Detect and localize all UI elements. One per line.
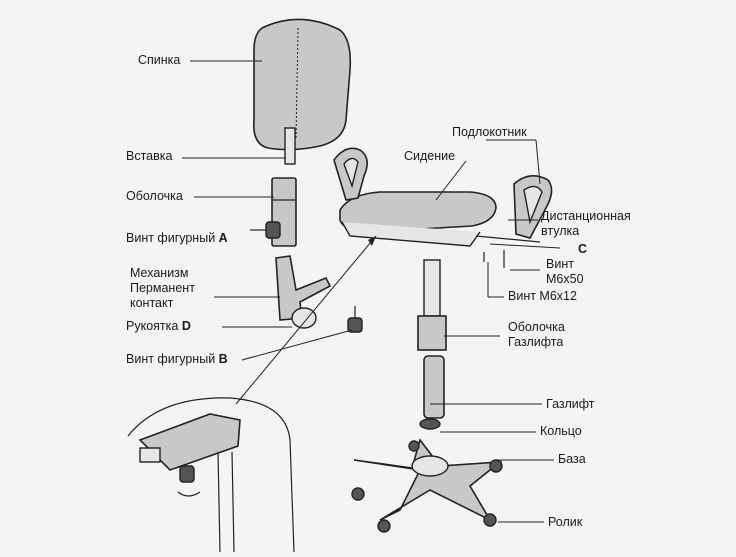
label-screw-b: Винт фигурный B	[126, 352, 228, 366]
label-gaslift: Газлифт	[546, 397, 595, 411]
label-screw-m6x50: Винт M6x50	[546, 257, 584, 286]
gaslift-shell-part	[417, 259, 447, 351]
label-c: C	[578, 242, 588, 256]
label-shell: Оболочка	[126, 189, 183, 203]
gaslift-part	[423, 355, 445, 419]
screw-a-part	[250, 221, 281, 239]
mechanism-part	[275, 255, 332, 329]
armrest-right-part	[513, 175, 553, 239]
screw-c-part	[475, 235, 541, 268]
label-handle: Рукоятка D	[126, 319, 191, 333]
label-screw-m6x12: Винт M6x12	[508, 289, 577, 303]
label-gaslift-shell: Оболочка Газлифта	[508, 320, 565, 349]
label-screw-a: Винт фигурный A	[126, 231, 228, 245]
armrest-left-part	[333, 147, 368, 201]
insert-part	[284, 127, 296, 165]
label-seat: Сидение	[404, 149, 456, 163]
leader-lines	[182, 60, 561, 523]
label-ring: Кольцо	[540, 424, 582, 438]
label-armrest: Подлокотник	[452, 125, 527, 139]
label-mechanism: Механизм Перманент контакт	[130, 266, 195, 310]
label-spacer: Дистанционная втулка	[541, 209, 631, 238]
label-backrest: Спинка	[138, 53, 181, 67]
backrest-part	[252, 18, 352, 151]
detail-inset	[127, 397, 295, 553]
label-insert: Вставка	[126, 149, 173, 163]
base-part	[351, 438, 503, 533]
label-base: База	[558, 452, 586, 466]
label-caster: Ролик	[548, 515, 583, 529]
seat-part	[339, 191, 497, 247]
screw-b-part	[347, 306, 363, 333]
ring-part	[419, 418, 441, 430]
